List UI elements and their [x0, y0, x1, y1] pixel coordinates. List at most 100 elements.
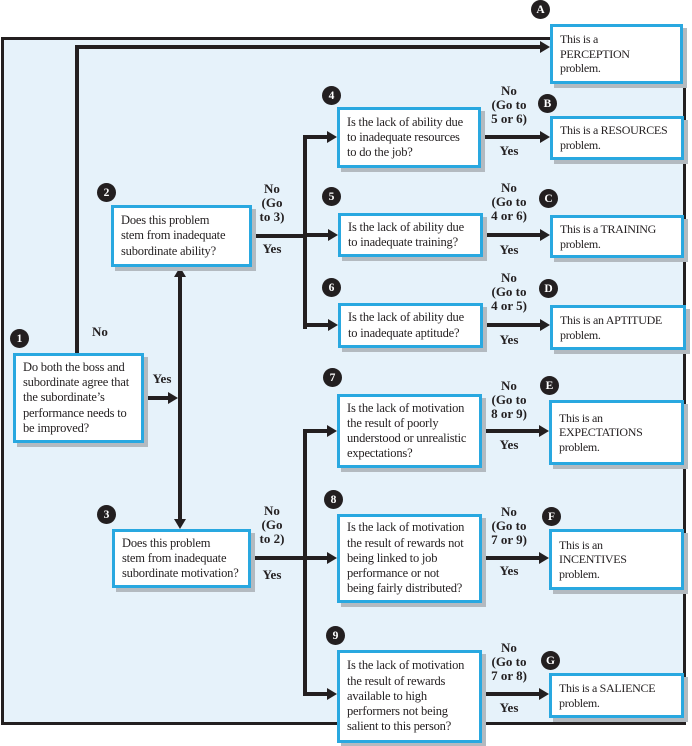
connector-into-decision-8 [303, 556, 328, 560]
label-yes-6: Yes [499, 332, 519, 347]
badge-a: A [531, 0, 550, 19]
decision-5-box: Is the lack of ability due to inadequate… [338, 213, 483, 257]
connector-into-decision-4 [303, 135, 328, 139]
badge-c: C [539, 189, 558, 208]
badge-3: 3 [97, 505, 116, 524]
arrowhead-into-decision-8 [327, 552, 337, 564]
result-d-box: This is an APTITUDE problem. [550, 305, 686, 350]
connector-d8-to-result-f [482, 556, 539, 560]
arrowhead-into-result-a [540, 41, 550, 53]
arrowhead-into-result-g [539, 688, 549, 700]
badge-1: 1 [10, 329, 29, 348]
connector-motivation-branch-vertical [303, 429, 307, 696]
decision-5-text: Is the lack of ability due to inadequate… [348, 219, 464, 249]
label-no-1: No [92, 324, 108, 339]
label-yes-4: Yes [499, 143, 519, 158]
decision-6-text: Is the lack of ability due to inadequate… [348, 310, 464, 340]
decision-4-box: Is the lack of ability due to inadequate… [337, 107, 481, 168]
result-b-text: This is a RESOURCES problem. [560, 123, 668, 152]
arrowhead-into-result-c [540, 229, 550, 241]
result-c-text: This is a TRAINING problem. [560, 221, 657, 251]
decision-7-text: Is the lack of motivation the result of … [347, 400, 467, 461]
connector-no1-vertical-line [75, 45, 79, 353]
badge-9: 9 [326, 626, 345, 645]
decision-7-box: Is the lack of motivation the result of … [337, 394, 482, 468]
arrowhead-into-decision-2 [174, 267, 186, 277]
decision-3-text: Does this problem stem from inadequate s… [122, 535, 239, 581]
label-yes-1: Yes [152, 371, 172, 386]
decision-3-box: Does this problem stem from inadequate s… [112, 529, 251, 588]
badge-5: 5 [322, 187, 341, 206]
badge-6: 6 [322, 278, 341, 297]
connector-d5-to-result-c [483, 233, 540, 237]
decision-8-box: Is the lack of motivation the result of … [337, 514, 482, 603]
decision-2-text: Does this problem stem from inadequate s… [121, 213, 226, 258]
arrowhead-into-result-d [540, 319, 550, 331]
badge-2: 2 [97, 183, 116, 202]
label-yes-9: Yes [499, 700, 519, 715]
badge-b: B [538, 94, 557, 113]
label-yes-8: Yes [499, 563, 519, 578]
label-no-4: No (Go to 5 or 6) [491, 83, 527, 127]
label-yes-7: Yes [499, 437, 519, 452]
arrowhead-into-result-e [539, 425, 549, 437]
label-no-8: No (Go to 7 or 9) [491, 504, 527, 548]
label-no-2: No (Go to 3) [259, 181, 285, 225]
connector-yes1-line [144, 396, 169, 400]
result-a-text: This is a PERCEPTION problem. [560, 32, 630, 76]
decision-9-box: Is the lack of motivation the result of … [337, 650, 482, 743]
badge-e: E [540, 376, 559, 395]
decision-2-box: Does this problem stem from inadequate s… [111, 205, 252, 267]
badge-4: 4 [322, 86, 341, 105]
result-e-box: This is an EXPECTATIONS problem. [549, 400, 684, 465]
connector-into-decision-9 [303, 692, 328, 696]
label-no-3: No (Go to 2) [259, 503, 285, 547]
badge-g: G [541, 651, 560, 670]
connector-between-2-and-3-line [178, 276, 182, 520]
label-yes-5: Yes [499, 242, 519, 257]
label-yes-2: Yes [262, 241, 282, 256]
label-no-6: No (Go to 4 or 5) [491, 270, 527, 314]
decision-6-box: Is the lack of ability due to inadequate… [338, 303, 483, 348]
result-d-text: This is an APTITUDE problem. [560, 312, 662, 342]
connector-into-decision-5 [303, 233, 329, 237]
arrowhead-into-decision-6 [328, 319, 338, 331]
result-a-box: This is a PERCEPTION problem. [550, 24, 683, 84]
result-c-box: This is a TRAINING problem. [550, 215, 684, 258]
connector-motivation-branch-horizontal [251, 556, 307, 560]
connector-ability-branch-horizontal [252, 234, 307, 238]
connector-d4-to-result-b [481, 135, 540, 139]
badge-8: 8 [324, 490, 343, 509]
arrowhead-yes1 [168, 392, 178, 404]
result-f-text: This is an INCENTIVES problem. [559, 537, 627, 581]
connector-into-decision-7 [303, 429, 328, 433]
connector-d9-to-result-g [482, 692, 539, 696]
arrowhead-into-decision-4 [327, 131, 337, 143]
label-no-7: No (Go to 8 or 9) [491, 378, 527, 422]
badge-7: 7 [323, 368, 342, 387]
connector-d7-to-result-e [482, 429, 539, 433]
result-e-text: This is an EXPECTATIONS problem. [559, 410, 643, 454]
arrowhead-into-decision-9 [327, 688, 337, 700]
arrowhead-into-result-f [539, 552, 549, 564]
connector-into-decision-6 [303, 323, 329, 327]
arrowhead-into-decision-3 [174, 519, 186, 529]
arrowhead-into-decision-7 [327, 425, 337, 437]
label-no-9: No (Go to 7 or 8) [491, 640, 527, 684]
connector-d6-to-result-d [483, 323, 540, 327]
decision-4-text: Is the lack of ability due to inadequate… [347, 114, 463, 160]
connector-ability-branch-vertical [303, 135, 307, 329]
connector-no1-horizontal-line [75, 45, 540, 49]
label-no-5: No (Go to 4 or 6) [491, 180, 527, 224]
result-b-box: This is a RESOURCES problem. [550, 116, 684, 160]
decision-8-text: Is the lack of motivation the result of … [347, 520, 465, 596]
result-g-text: This is a SALIENCE problem. [559, 680, 656, 710]
badge-f: F [542, 507, 561, 526]
badge-d: D [539, 279, 558, 298]
decision-9-text: Is the lack of motivation the result of … [347, 658, 465, 734]
decision-1-text: Do both the boss and subordinate agree t… [23, 359, 129, 435]
result-f-box: This is an INCENTIVES problem. [549, 529, 684, 590]
arrowhead-into-result-b [540, 131, 550, 143]
arrowhead-into-decision-5 [328, 229, 338, 241]
